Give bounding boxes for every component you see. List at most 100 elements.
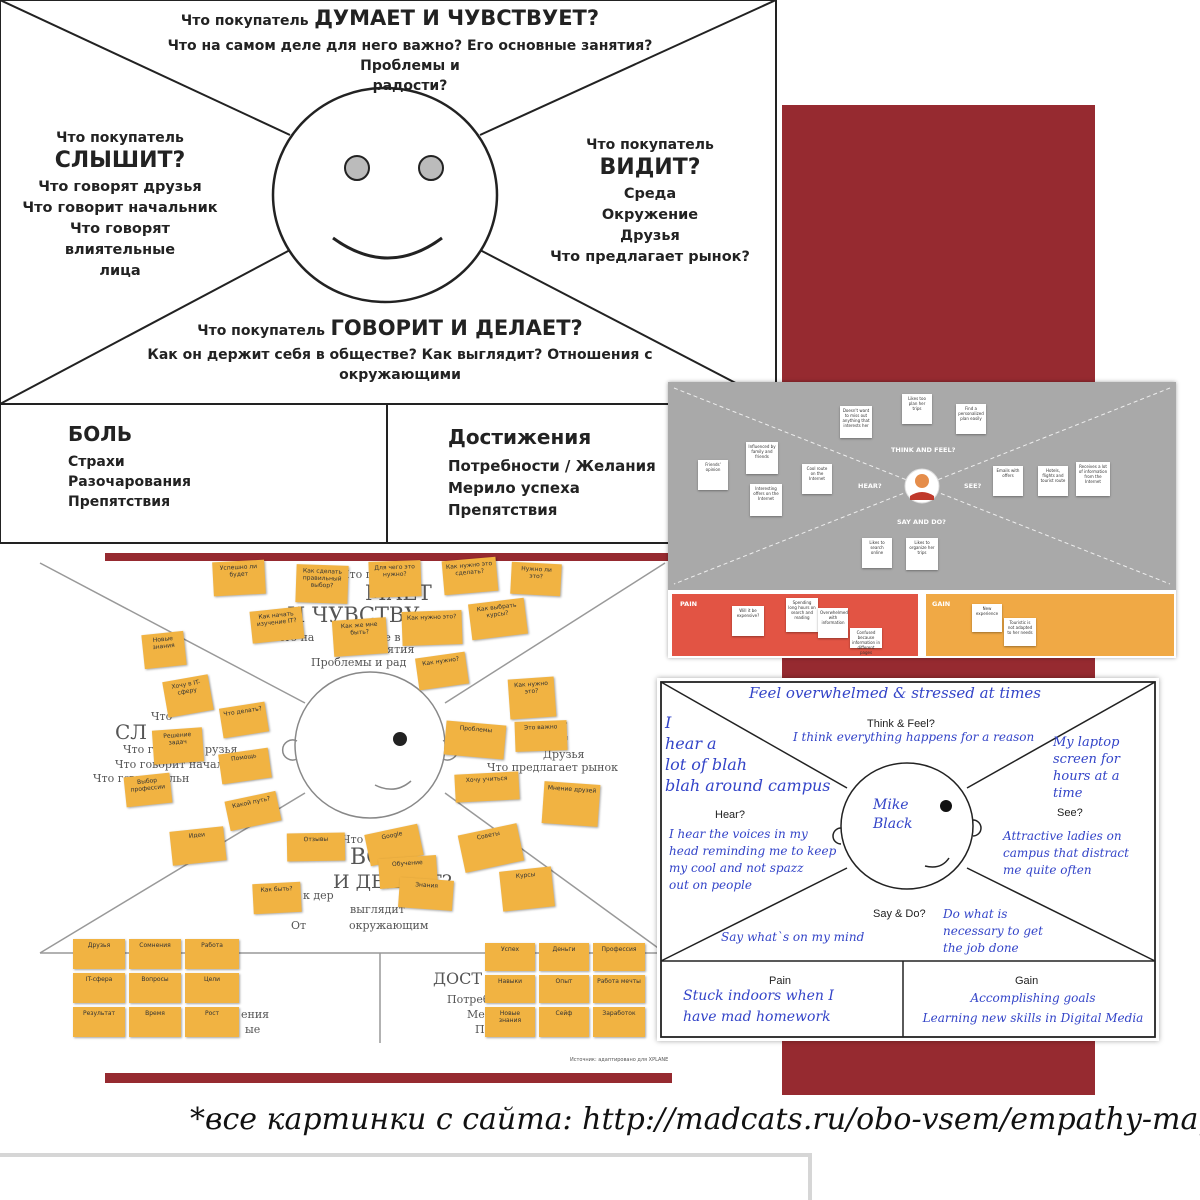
face-icon [295, 672, 445, 818]
sticky-note: Нужно ли это? [510, 562, 562, 597]
sticky-note: Цели [185, 973, 239, 1003]
sticky-note: Как быть? [252, 882, 302, 914]
gain-label: Gain [1015, 975, 1038, 987]
sticky-note: Как нужно это сделать? [442, 557, 499, 596]
hear-block: Что покупатель СЛЫШИТ? Что говорят друзь… [20, 130, 220, 282]
bg-label: СЛ [115, 720, 147, 744]
see-top-text: My laptopscreen forhours at atime [1053, 734, 1120, 802]
sticky-note: Touristic is not adapted to her needs [1004, 618, 1036, 646]
sticky-note: Успех [485, 943, 535, 971]
sticky-note: Likes too plan her trips [902, 394, 932, 424]
gain-text: Accomplishing goalsLearning new skills i… [913, 988, 1153, 1028]
sticky-note: Как нужно это? [401, 610, 462, 646]
hear-label: HEAR? [858, 482, 882, 490]
sticky-note: Сейф [539, 1007, 589, 1037]
pain-label: PAIN [680, 600, 697, 608]
bg-label: П [475, 1023, 485, 1036]
empathy-map-main: Что покупатель ДУМАЕТ И ЧУВСТВУЕТ? Что н… [0, 0, 778, 545]
bg-label: к дер [303, 889, 334, 902]
empathy-map-handdrawn: Feel overwhelmed & stressed at times Thi… [657, 678, 1159, 1041]
sticky-note: Идеи [169, 826, 226, 865]
sticky-note: Друзья [73, 939, 125, 969]
eye-icon [393, 732, 407, 746]
source-note: Источник: адаптировано для XPLANE [570, 1057, 668, 1063]
sticky-note: New experience [972, 604, 1002, 632]
sticky-note: Emails with offers [993, 466, 1023, 496]
feel-text: Feel overwhelmed & stressed at times [749, 684, 1041, 702]
see-label: SEE? [964, 482, 981, 490]
sticky-note: Навыки [485, 975, 535, 1003]
sticky-note: Как сделать правильный выбор? [295, 564, 348, 604]
hear-label: Hear? [715, 809, 745, 821]
sticky-note: Will it be expensive? [732, 606, 764, 636]
sticky-note: Для чего это нужно? [368, 560, 421, 598]
sticky-note: Время [129, 1007, 181, 1037]
sticky-note: Проблемы [444, 720, 507, 759]
sticky-note: Работа мечты [593, 975, 645, 1003]
bg-label: От [291, 919, 306, 932]
hear-text: I hear the voices in myhead reminding me… [669, 826, 836, 894]
sticky-note: Решение задач [152, 727, 204, 764]
sticky-note: Как нужно это? [508, 676, 557, 719]
eye-icon [940, 800, 952, 812]
sticky-note: Работа [185, 939, 239, 969]
sticky-note: Find a personalized plan easily [956, 404, 986, 434]
frame-line [0, 1153, 812, 1157]
sticky-note: Overwhelmed with information [818, 608, 848, 638]
empathy-map-digital: THINK AND FEEL? HEAR? SEE? SAY AND DO? P… [668, 382, 1176, 658]
think-label: THINK AND FEEL? [891, 446, 955, 454]
eye-icon [419, 156, 443, 180]
sticky-note: Заработок [593, 1007, 645, 1037]
sticky-note: Как же мне быть? [332, 617, 388, 657]
say-label: SAY AND DO? [897, 518, 946, 526]
sticky-note: Успешно ли будет [212, 560, 266, 597]
bg-label: ДОСТ [433, 969, 482, 988]
think-text: Что на самом деле для него важно? Его ос… [140, 36, 680, 96]
think-heading: Что покупатель ДУМАЕТ И ЧУВСТВУЕТ? [150, 6, 630, 30]
say-heading: Что покупатель ГОВОРИТ И ДЕЛАЕТ? [150, 316, 630, 340]
sticky-note: Interesting offers on the Internet [750, 484, 782, 516]
sticky-note: Опыт [539, 975, 589, 1003]
sticky-note: Cool route on the Internet [802, 464, 832, 494]
bg-label: Проблемы и рад [311, 656, 406, 669]
sticky-note: Профессия [593, 943, 645, 971]
sticky-note: IT-сфера [73, 973, 125, 1003]
empathy-map-photo: Что по МАЕТ И ЧУВСТВУ что на не в сятия … [15, 553, 672, 1083]
sticky-note: Doesn't want to miss out anything that i… [840, 406, 872, 438]
frame-line [808, 1153, 812, 1200]
eye-icon [345, 156, 369, 180]
sticky-note: Friends' opinion [698, 460, 728, 490]
bg-label: выглядит [350, 903, 405, 916]
bg-label: ые [245, 1023, 260, 1036]
bg-label: ения [241, 1008, 269, 1021]
avatar-face-icon [915, 474, 929, 488]
sticky-note: Receives a lot of information from the I… [1076, 462, 1110, 496]
sticky-note: Вопросы [129, 973, 181, 1003]
see-label: See? [1057, 807, 1083, 819]
think-label: Think & Feel? [867, 718, 935, 730]
sticky-note: Как выбрать курсы? [468, 598, 528, 641]
gain-label: GAIN [932, 600, 950, 608]
bg-label: Ме [467, 1008, 485, 1021]
source-caption: *все картинки с сайта: http://madcats.ru… [190, 1102, 1090, 1137]
face-icon [273, 88, 497, 302]
say-text: Как он держит себя в обществе? Как выгля… [140, 345, 660, 385]
sticky-note: Курсы [499, 866, 555, 911]
sticky-note: Как начать изучение IT? [249, 606, 304, 643]
sticky-note: Хочу учиться [454, 771, 519, 802]
sticky-note: Сомнения [129, 939, 181, 969]
sticky-note: Деньги [539, 943, 589, 971]
gain-block: Достижения Потребности / Желания Мерило … [448, 425, 656, 521]
say-label: Say & Do? [873, 908, 926, 920]
sticky-note: Знания [398, 877, 454, 911]
sticky-note: Новые знания [485, 1007, 535, 1037]
sticky-note: Likes to organize her trips [906, 538, 938, 570]
pain-block: БОЛЬ Страхи Разочарования Препятствия [68, 422, 191, 512]
sticky-note: Это важно [514, 720, 567, 752]
say-left-text: Say what`s on my mind [721, 930, 864, 944]
sticky-note: Likes to search online [862, 538, 892, 568]
